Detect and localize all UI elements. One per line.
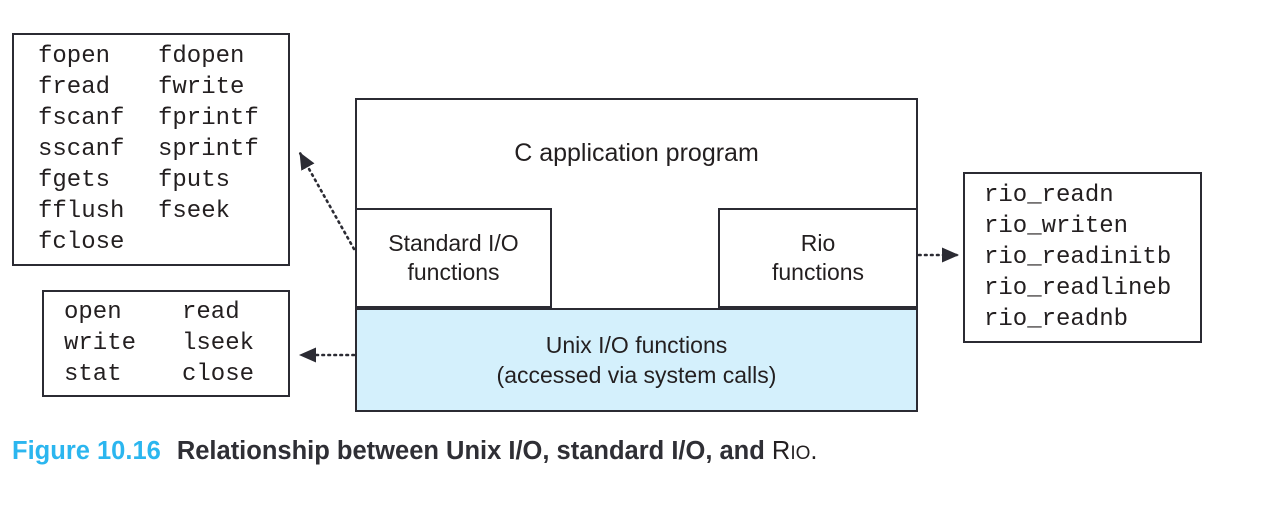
function-name: stat [64,361,122,388]
function-name: write [64,330,137,357]
function-name: read [182,299,240,326]
standard-io-functions-label-line1: Standard I/O [388,230,519,256]
function-name: fread [38,74,111,101]
function-name: rio_readlineb [984,275,1172,302]
figure-caption-text: Relationship between Unix I/O, standard … [176,437,772,465]
function-name: close [182,361,255,388]
function-name: rio_readn [984,182,1114,209]
list-item: rio_readnb [984,304,1200,335]
unix-io-functions-label-line2: (accessed via system calls) [496,362,777,388]
function-name: fflush [38,198,125,225]
rio-functions-label-line2: functions [771,259,865,285]
figure-caption-number: Figure 10.16 [12,437,161,465]
list-item: sscanf sprintf [38,134,288,165]
figure-caption: Figure 10.16 Relationship between Unix I/… [12,437,1112,466]
list-item: fread fwrite [38,72,288,103]
function-name: fclose [38,229,125,256]
function-name: open [64,299,122,326]
rio-function-rows: rio_readn rio_writen rio_readinitb rio_r… [965,174,1200,341]
figure-caption-acronym-first: R [771,437,791,465]
function-name: fwrite [158,74,245,101]
list-item: write lseek [64,328,288,359]
function-name: rio_readinitb [984,244,1172,271]
function-name: rio_writen [984,213,1129,240]
figure-caption-acronym-rest: IO [790,443,811,464]
function-name: sscanf [38,136,125,163]
function-name: fdopen [158,43,245,70]
function-name: fopen [38,43,111,70]
figure-caption-acronym: RIO. [772,437,818,465]
function-name: rio_readnb [984,306,1129,333]
unix-io-function-list-box: open read write lseek stat close [42,290,290,397]
unix-io-function-rows: open read write lseek stat close [44,292,288,395]
function-name: fputs [158,167,231,194]
list-item: fscanf fprintf [38,103,288,134]
list-item: open read [64,297,288,328]
list-item: rio_readn [984,180,1200,211]
standard-io-function-rows: fopen fdopen fread fwrite fscanf fprintf… [14,35,288,264]
list-item: fclose [38,227,288,258]
function-name: fgets [38,167,111,194]
standard-io-functions-label: Standard I/O functions [357,210,550,306]
standard-io-function-list-box: fopen fdopen fread fwrite fscanf fprintf… [12,33,290,266]
list-item: fgets fputs [38,165,288,196]
unix-io-functions-label: Unix I/O functions (accessed via system … [357,310,916,410]
function-name: fseek [158,198,231,225]
function-name: lseek [182,330,255,357]
function-name: fscanf [38,105,125,132]
rio-functions-label: Rio functions [720,210,916,306]
standard-io-functions-label-line2: functions [407,259,500,285]
connector-stdio-to-list [298,151,356,251]
c-application-program-label: C application program [514,138,759,167]
standard-io-functions-layer: Standard I/O functions [355,208,552,308]
unix-io-functions-layer: Unix I/O functions (accessed via system … [355,308,918,412]
rio-functions-layer: Rio functions [718,208,918,308]
list-item: rio_readlineb [984,273,1200,304]
rio-functions-label-line1: Rio [800,230,836,256]
list-item: rio_writen [984,211,1200,242]
figure-caption-period: . [810,437,818,465]
list-item: stat close [64,359,288,390]
rio-function-list-box: rio_readn rio_writen rio_readinitb rio_r… [963,172,1202,343]
list-item: fflush fseek [38,196,288,227]
function-name: sprintf [158,136,259,163]
unix-io-functions-label-line1: Unix I/O functions [545,332,728,358]
list-item: rio_readinitb [984,242,1200,273]
list-item: fopen fdopen [38,41,288,72]
function-name: fprintf [158,105,259,132]
